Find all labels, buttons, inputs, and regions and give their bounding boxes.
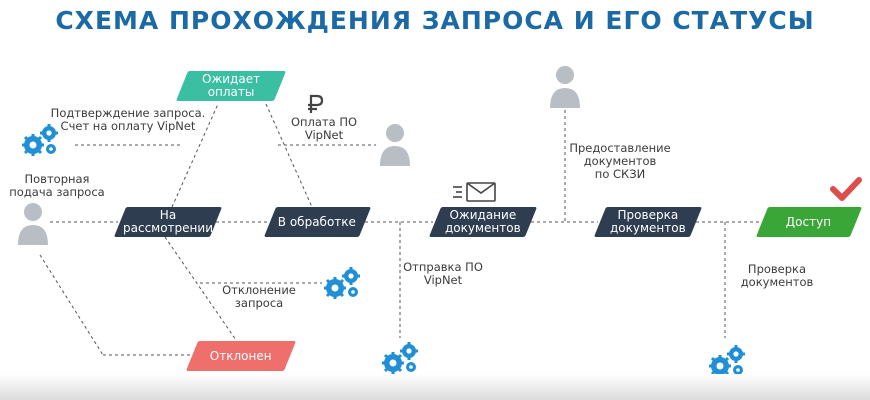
status-access: Доступ (755, 207, 863, 237)
ruble-icon (308, 94, 324, 113)
label-check-documents: Проверка документов (740, 262, 814, 289)
line-payment-processing (265, 103, 313, 208)
label-confirmation: Подтверждение запроса. Счет на оплату Vi… (50, 106, 206, 133)
label-send-software: Отправка ПО VipNet (403, 260, 483, 287)
person-icon (550, 66, 580, 108)
status-in-processing: В обработке (263, 207, 372, 237)
status-awaiting-documents: Ожидание документов (428, 207, 538, 237)
gears-icon (382, 342, 418, 374)
status-under-review: На рассмотрении (113, 207, 223, 237)
person-icon (18, 203, 48, 245)
bottom-shadow (0, 374, 870, 400)
status-rejected: Отклонен (185, 341, 297, 371)
label-provide-documents: Предоставление документов по СКЗИ (569, 141, 671, 181)
label-payment: Оплата ПО VipNet (290, 115, 358, 142)
mail-icon (453, 182, 496, 202)
status-document-check: Проверка документов (593, 207, 703, 237)
line-review-payment (171, 103, 219, 208)
person-icon (380, 124, 410, 166)
checkmark-icon (830, 177, 862, 201)
gears-icon (22, 124, 58, 156)
status-awaiting-payment: Ожидает оплаты (175, 71, 287, 101)
line-review-rejected (164, 236, 237, 341)
line-person-rejected-diag (39, 254, 104, 356)
page-title: СХЕМА ПРОХОЖДЕНИЯ ЗАПРОСА И ЕГО СТАТУСЫ (55, 6, 815, 35)
gears-icon (324, 267, 360, 299)
gears-icon (709, 345, 745, 377)
label-resubmit: Повторная подача запроса (9, 172, 105, 199)
label-rejection: Отклонение запроса (222, 283, 296, 310)
